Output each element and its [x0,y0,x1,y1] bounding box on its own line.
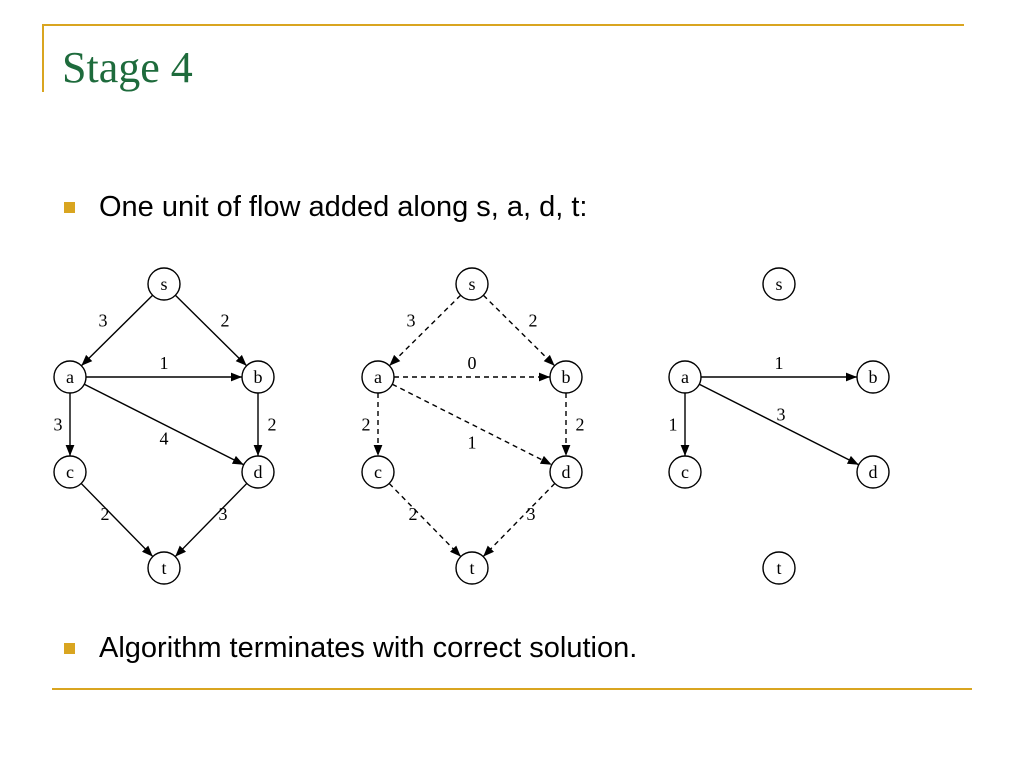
edge-label-b-d: 2 [268,415,277,435]
flow-graphs: 3 2 1 3 4 2 2 3 s a b c d t 3 2 0 2 1 2 2 3 s a b c d t 1 1 3 s a b c d t [53,267,890,585]
node-s [147,267,181,301]
edge-c-t [388,482,462,558]
edge-label-s-b: 2 [529,311,538,331]
node-label-d: d [869,462,878,482]
node-label-d: d [562,462,571,482]
edge-label-a-d: 3 [777,405,786,425]
node-t [762,551,796,585]
edge-label-s-a: 3 [99,311,108,331]
edge-label-s-a: 3 [407,311,416,331]
edge-d-t [482,482,556,558]
node-d [241,455,275,489]
edge-label-a-b: 1 [160,353,169,373]
edge-d-t [174,482,248,558]
edge-label-a-c: 3 [54,415,63,435]
node-d [549,455,583,489]
node-a [53,360,87,394]
node-label-t: t [161,558,166,578]
node-label-d: d [254,462,263,482]
node-label-s: s [160,274,167,294]
node-label-b: b [254,367,263,387]
edge-label-s-b: 2 [221,311,230,331]
edge-s-b [174,294,248,367]
node-label-t: t [776,558,781,578]
edge-label-a-b: 0 [468,353,477,373]
edge-label-c-t: 2 [101,504,110,524]
node-t [147,551,181,585]
node-label-t: t [469,558,474,578]
node-label-a: a [374,367,382,387]
edge-label-a-b: 1 [775,353,784,373]
edge-s-b [482,294,556,367]
edge-s-a [80,294,154,367]
edge-label-c-t: 2 [409,504,418,524]
node-label-s: s [468,274,475,294]
frame-bottom-line [52,688,972,690]
node-t [455,551,489,585]
bullet-item-1: One unit of flow added along s, a, d, t: [64,191,587,224]
node-s [455,267,489,301]
edge-label-b-d: 2 [576,415,585,435]
frame-left-line [42,24,44,92]
node-label-a: a [66,367,74,387]
bullet-text-2: Algorithm terminates with correct soluti… [99,632,638,664]
node-label-c: c [681,462,689,482]
graph-residual: 3 2 0 2 1 2 2 3 s a b c d t [361,267,585,585]
edge-a-d [698,383,860,466]
edge-label-d-t: 3 [527,504,536,524]
bullet-item-2: Algorithm terminates with correct soluti… [64,632,637,665]
node-b [241,360,275,394]
frame-top-line [42,24,964,26]
node-label-c: c [374,462,382,482]
node-label-b: b [869,367,878,387]
slide-title: Stage 4 [62,43,193,92]
graph-network: 3 2 1 3 4 2 2 3 s a b c d t [53,267,277,585]
edge-label-a-c: 1 [669,415,678,435]
edge-label-a-d: 1 [468,433,477,453]
node-d [856,455,890,489]
edge-label-d-t: 3 [219,504,228,524]
square-bullet-icon [64,643,75,654]
edge-label-a-d: 4 [160,429,169,449]
node-label-s: s [775,274,782,294]
node-b [856,360,890,394]
edge-a-d [391,383,553,466]
node-s [762,267,796,301]
node-c [668,455,702,489]
node-a [361,360,395,394]
bullet-text-1: One unit of flow added along s, a, d, t: [99,191,588,223]
edge-c-t [80,482,154,558]
node-a [668,360,702,394]
node-b [549,360,583,394]
node-label-c: c [66,462,74,482]
edge-s-a [388,294,462,367]
node-c [361,455,395,489]
edge-a-d [83,383,245,466]
node-c [53,455,87,489]
node-label-b: b [562,367,571,387]
edge-label-a-c: 2 [362,415,371,435]
node-label-a: a [681,367,689,387]
square-bullet-icon [64,202,75,213]
graph-remaining: 1 1 3 s a b c d t [668,267,890,585]
